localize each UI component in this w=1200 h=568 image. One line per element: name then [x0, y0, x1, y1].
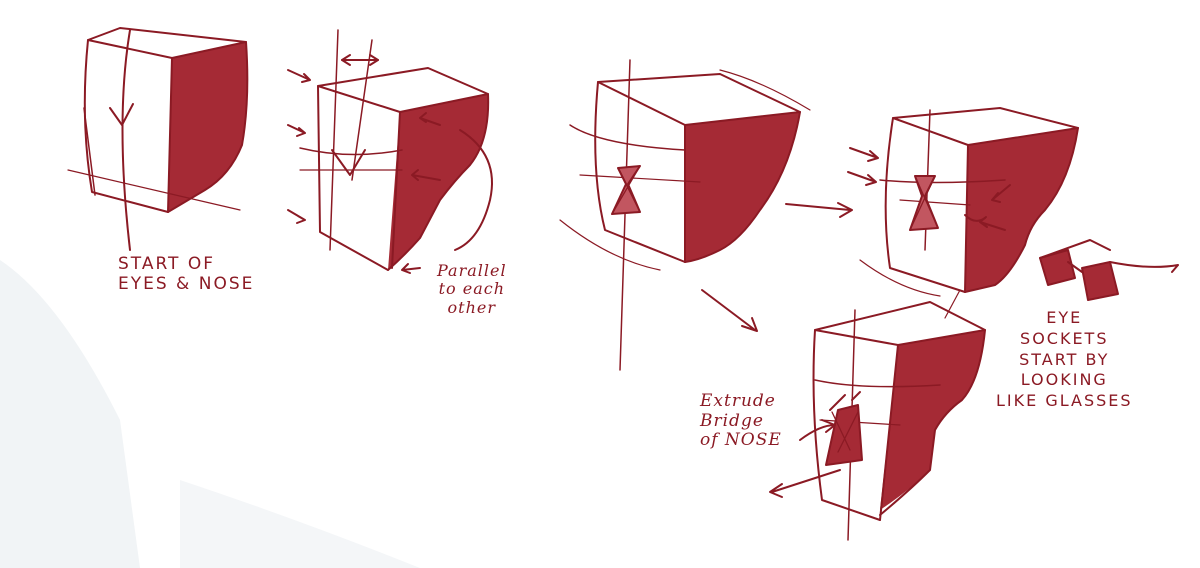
glasses-icon [1040, 240, 1178, 300]
head-box-2 [288, 30, 492, 273]
box-3-shaded-side [685, 112, 800, 262]
arrow-icon [786, 203, 852, 217]
label-extrude-bridge: Extrude Bridge of NOSE [700, 392, 782, 451]
label-eye-sockets: EYE SOCKETS START BY LOOKING LIKE GLASSE… [996, 308, 1133, 412]
box-2-shaded-side [388, 94, 488, 270]
head-box-5 [770, 302, 985, 540]
glasses-right-lens [1082, 262, 1118, 300]
box-5-shaded-side [880, 330, 985, 510]
head-box-3 [560, 60, 810, 370]
paper-shade [180, 480, 420, 568]
head-box-1 [68, 28, 247, 250]
label-start-of-eyes-nose: START OF EYES & NOSE [118, 255, 254, 294]
label-parallel: Parallel to each other [437, 262, 507, 317]
paper-shade [0, 260, 140, 568]
arrow-icon [702, 290, 757, 331]
box-1-shaded-side [168, 42, 247, 212]
